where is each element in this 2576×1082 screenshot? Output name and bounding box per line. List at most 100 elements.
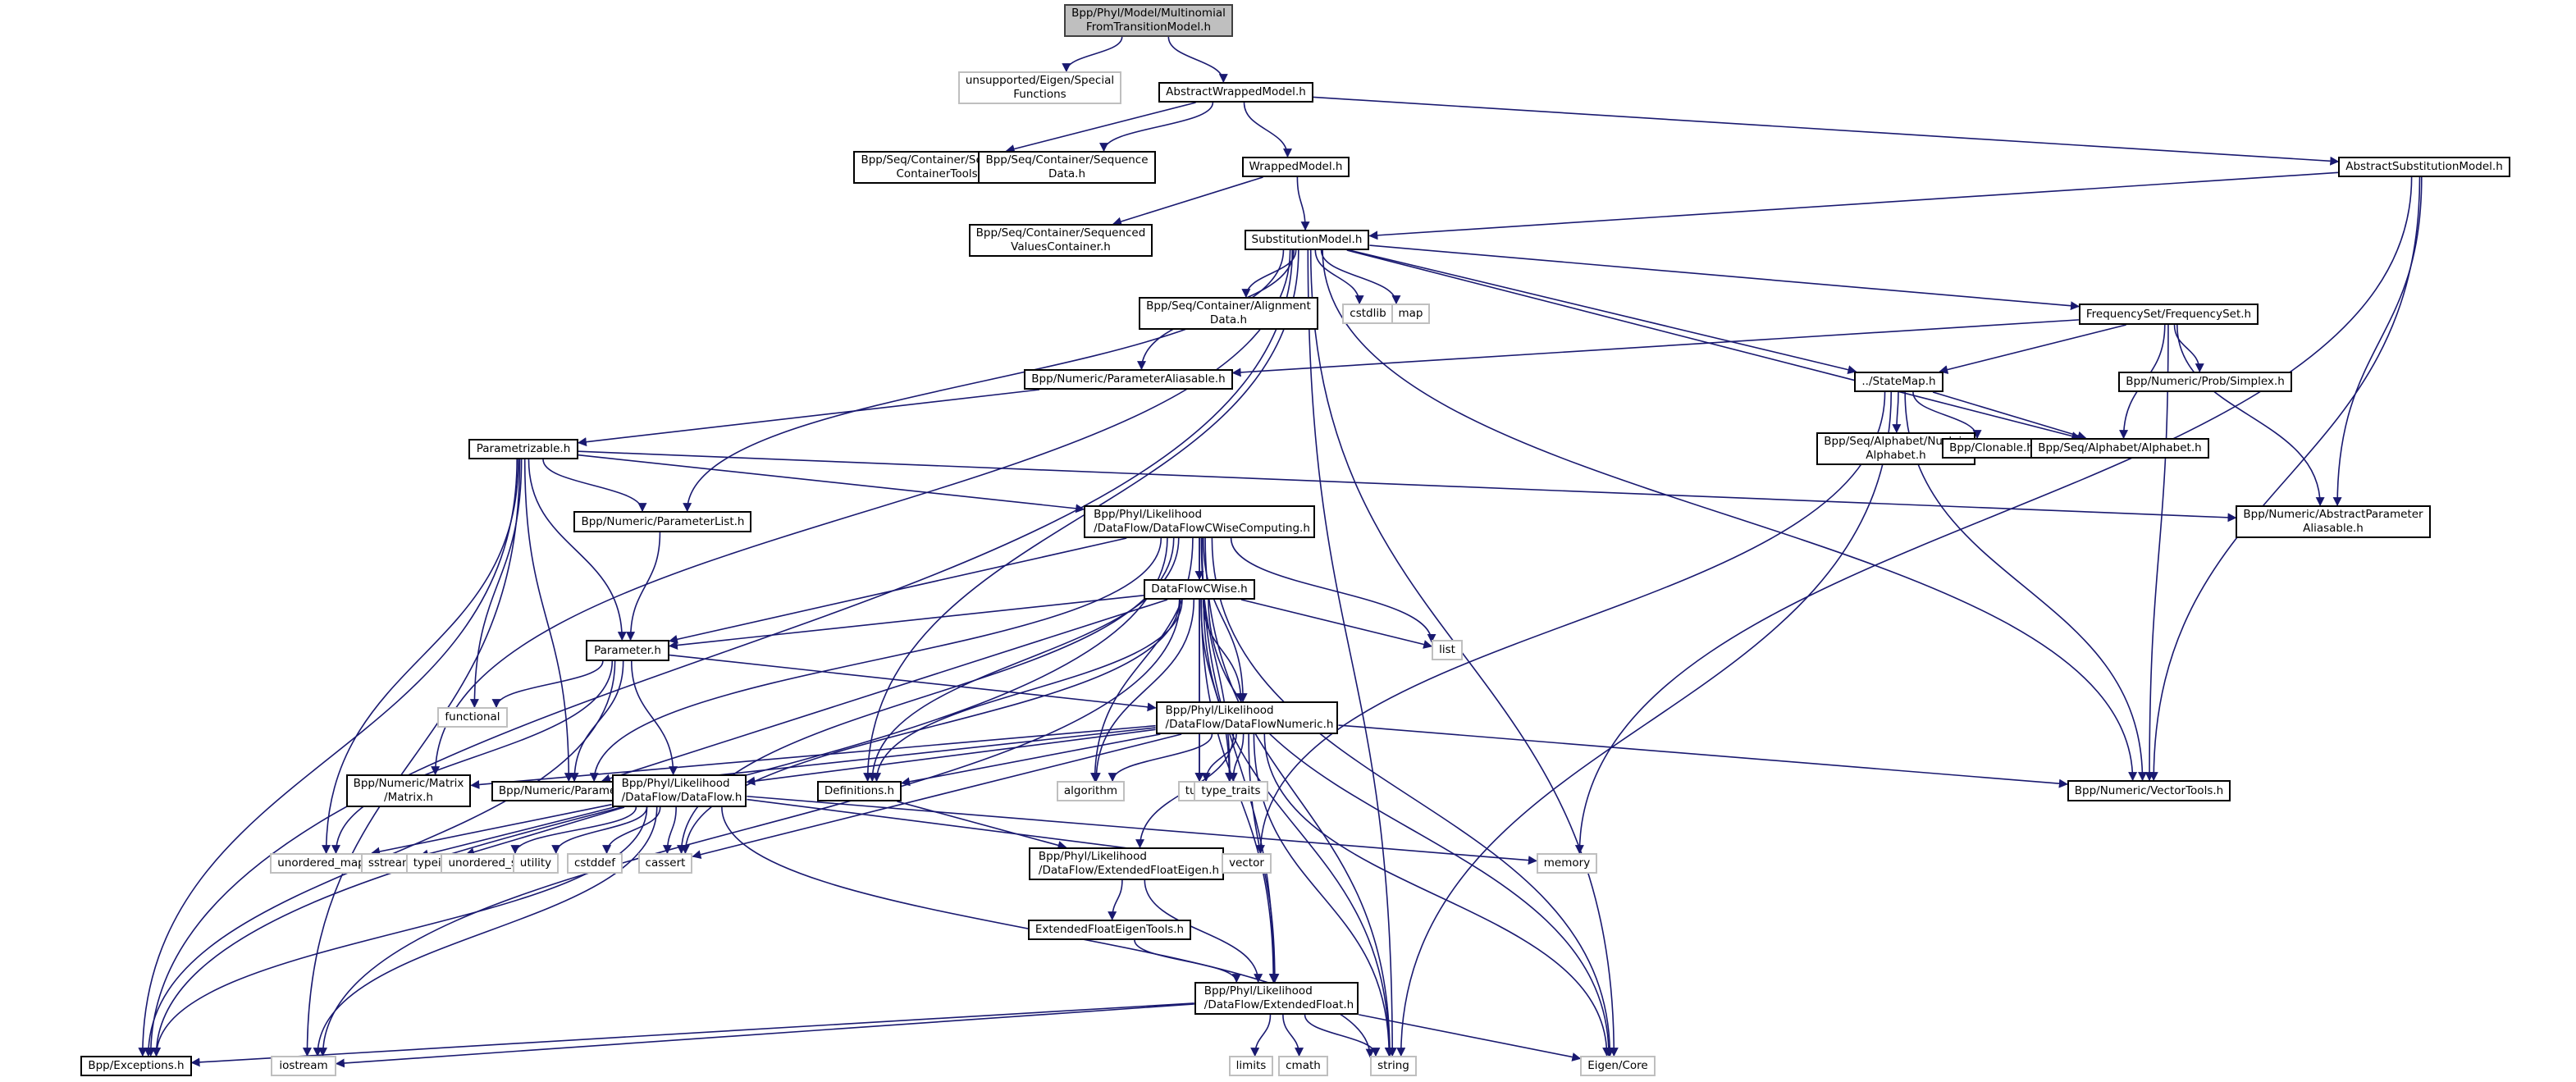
node-parameter-local[interactable]: Parameter.h [586,640,669,661]
node-cassert[interactable]: cassert [637,853,693,874]
edge-df-numeric-to-matrix [470,724,1156,789]
edge-df-cwise-to-string [1203,599,1394,1057]
node-algorithm[interactable]: algorithm [1056,781,1126,801]
edge-ext-float-to-limits [1250,1014,1272,1057]
node-ext-float-eigen[interactable]: Bpp/Phyl/Likelihood /DataFlow/ExtendedFl… [1028,847,1225,880]
edge-frequency-set-to-param-aliasable [1231,319,2079,377]
node-iostream[interactable]: iostream [271,1056,336,1076]
node-abstract-subst[interactable]: AbstractSubstitutionModel.h [2338,157,2510,177]
edge-subst-model-to-matrix [431,249,1291,776]
node-ext-float[interactable]: Bpp/Phyl/Likelihood /DataFlow/ExtendedFl… [1194,982,1359,1015]
edge-df-cwise-computing-to-string [1204,537,1395,1057]
node-df-cwise-computing[interactable]: Bpp/Phyl/Likelihood /DataFlow/DataFlowCW… [1084,505,1315,538]
edge-abstract-wrapped-to-seq-container-tools [1005,102,1196,153]
edge-subst-model-to-string [1307,249,1397,1057]
node-alignment-data[interactable]: Bpp/Seq/Container/Alignment Data.h [1139,297,1318,330]
node-functional[interactable]: functional [437,707,508,728]
edge-subst-model-to-exceptions [146,249,1294,1057]
node-map[interactable]: map [1391,304,1431,324]
edge-state-map-to-string [1396,391,1893,1057]
edge-ext-float-to-cmath [1282,1014,1304,1057]
edge-abstract-wrapped-to-wrapped-model [1243,102,1292,158]
edge-ext-float-eigen-to-ext-float [1144,879,1263,984]
node-eigen-core[interactable]: Eigen/Core [1580,1056,1656,1076]
edge-ext-float-to-iostream [335,1003,1194,1068]
edge-parametrizable-to-exceptions [138,459,518,1057]
node-cmath[interactable]: cmath [1278,1056,1328,1076]
node-abstract-param-aliasable[interactable]: Bpp/Numeric/AbstractParameter Aliasable.… [2236,505,2431,538]
edge-abstract-subst-to-subst-model [1368,171,2339,240]
edge-dataflow-to-sstream [419,806,614,859]
edge-abstract-subst-to-vector-tools [2149,176,2421,782]
edge-dataflow-to-memory [747,795,1537,865]
node-wrapped-model[interactable]: WrappedModel.h [1241,157,1350,177]
node-simplex[interactable]: Bpp/Numeric/Prob/Simplex.h [2118,372,2292,392]
node-string[interactable]: string [1370,1056,1417,1076]
edge-parametrizable-to-numeric-parameter [523,459,573,783]
node-matrix[interactable]: Bpp/Numeric/Matrix /Matrix.h [345,774,472,807]
edge-df-cwise-computing-to-parameter-local [668,537,1127,644]
edge-parametrizable-to-iostream [302,459,521,1057]
edge-df-numeric-to-tuple [1201,733,1237,783]
node-abstract-wrapped[interactable]: AbstractWrappedModel.h [1158,82,1313,103]
node-sequenced-values[interactable]: Bpp/Seq/Container/Sequenced ValuesContai… [968,224,1153,257]
edge-df-cwise-to-list [1240,599,1433,649]
node-utility[interactable]: utility [512,853,560,874]
node-param-aliasable[interactable]: Bpp/Numeric/ParameterAliasable.h [1024,369,1233,390]
edge-df-cwise-to-numeric-parameter [601,599,1168,783]
edge-ext-float-to-eigen-core [1359,1014,1582,1061]
node-df-numeric[interactable]: Bpp/Phyl/Likelihood /DataFlow/DataFlowNu… [1155,701,1339,734]
edge-subst-model-to-state-map [1349,249,1857,375]
node-parametrizable[interactable]: Parametrizable.h [468,439,578,459]
edge-df-cwise-computing-to-eigen-core [1211,537,1615,1057]
edge-ext-float-to-exceptions [190,1002,1194,1067]
node-list[interactable]: list [1432,640,1463,660]
edge-df-cwise-to-eigen-core [1208,599,1614,1057]
edge-definitions-to-ext-float-eigen [897,801,1067,850]
edge-df-numeric-to-type-traits [1228,733,1245,783]
node-cstdlib[interactable]: cstdlib [1342,304,1394,324]
node-cstddef[interactable]: cstddef [567,853,623,874]
node-vector[interactable]: vector [1222,853,1272,874]
node-ext-float-eigen-tools[interactable]: ExtendedFloatEigenTools.h [1027,920,1192,940]
edge-parameter-local-to-functional [491,660,604,709]
edge-layer [138,36,2423,1068]
node-dataflow[interactable]: Bpp/Phyl/Likelihood /DataFlow/DataFlow.h [611,774,747,807]
edge-parameter-local-to-df-numeric [669,654,1157,712]
edge-df-cwise-computing-to-numeric-parameter [589,537,1162,783]
node-param-list[interactable]: Bpp/Numeric/ParameterList.h [573,511,752,532]
edge-parameter-local-to-unordered-map [331,660,614,855]
edge-subst-model-to-map [1320,249,1401,305]
node-sequence-data[interactable]: Bpp/Seq/Container/Sequence Data.h [978,151,1156,184]
edge-df-cwise-to-parameter-local [668,594,1144,650]
edge-ext-float-eigen-tools-to-ext-float [1134,939,1241,984]
edge-frequency-set-to-state-map [1939,324,2126,374]
edge-df-numeric-to-dataflow [746,728,1156,786]
node-exceptions[interactable]: Bpp/Exceptions.h [80,1056,192,1076]
node-definitions[interactable]: Definitions.h [816,781,902,801]
edge-abstract-subst-to-abstract-param-aliasable [2332,176,2423,507]
node-subst-model[interactable]: SubstitutionModel.h [1244,230,1370,250]
edge-dataflow-to-unordered-map [371,803,612,856]
node-state-map[interactable]: ../StateMap.h [1854,372,1943,392]
node-df-cwise[interactable]: DataFlowCWise.h [1144,579,1255,600]
node-type-traits[interactable]: type_traits [1194,781,1268,801]
edge-frequency-set-to-abstract-param-aliasable [2176,324,2325,507]
edge-subst-model-to-cstdlib [1314,249,1364,305]
edge-param-list-to-parameter-local [626,532,661,641]
edge-parameter-local-to-dataflow [630,660,678,776]
node-frequency-set[interactable]: FrequencySet/FrequencySet.h [2078,304,2259,325]
edge-df-numeric-to-vector-tools [1338,724,2068,788]
node-unordered-map[interactable]: unordered_map [270,853,372,874]
node-special-functions[interactable]: unsupported/Eigen/Special Functions [957,71,1122,104]
node-memory[interactable]: memory [1536,853,1598,874]
node-clonable[interactable]: Bpp/Clonable.h [1942,438,2041,459]
edge-df-numeric-to-cassert [692,733,1182,860]
node-limits[interactable]: limits [1228,1056,1274,1076]
node-vector-tools[interactable]: Bpp/Numeric/VectorTools.h [2067,780,2231,801]
edge-abstract-wrapped-to-sequence-data [1099,102,1214,153]
edge-abstract-subst-to-memory [1574,176,2413,855]
node-alphabet[interactable]: Bpp/Seq/Alphabet/Alphabet.h [2030,438,2209,459]
edge-wrapped-model-to-sequenced-values [1112,176,1263,226]
